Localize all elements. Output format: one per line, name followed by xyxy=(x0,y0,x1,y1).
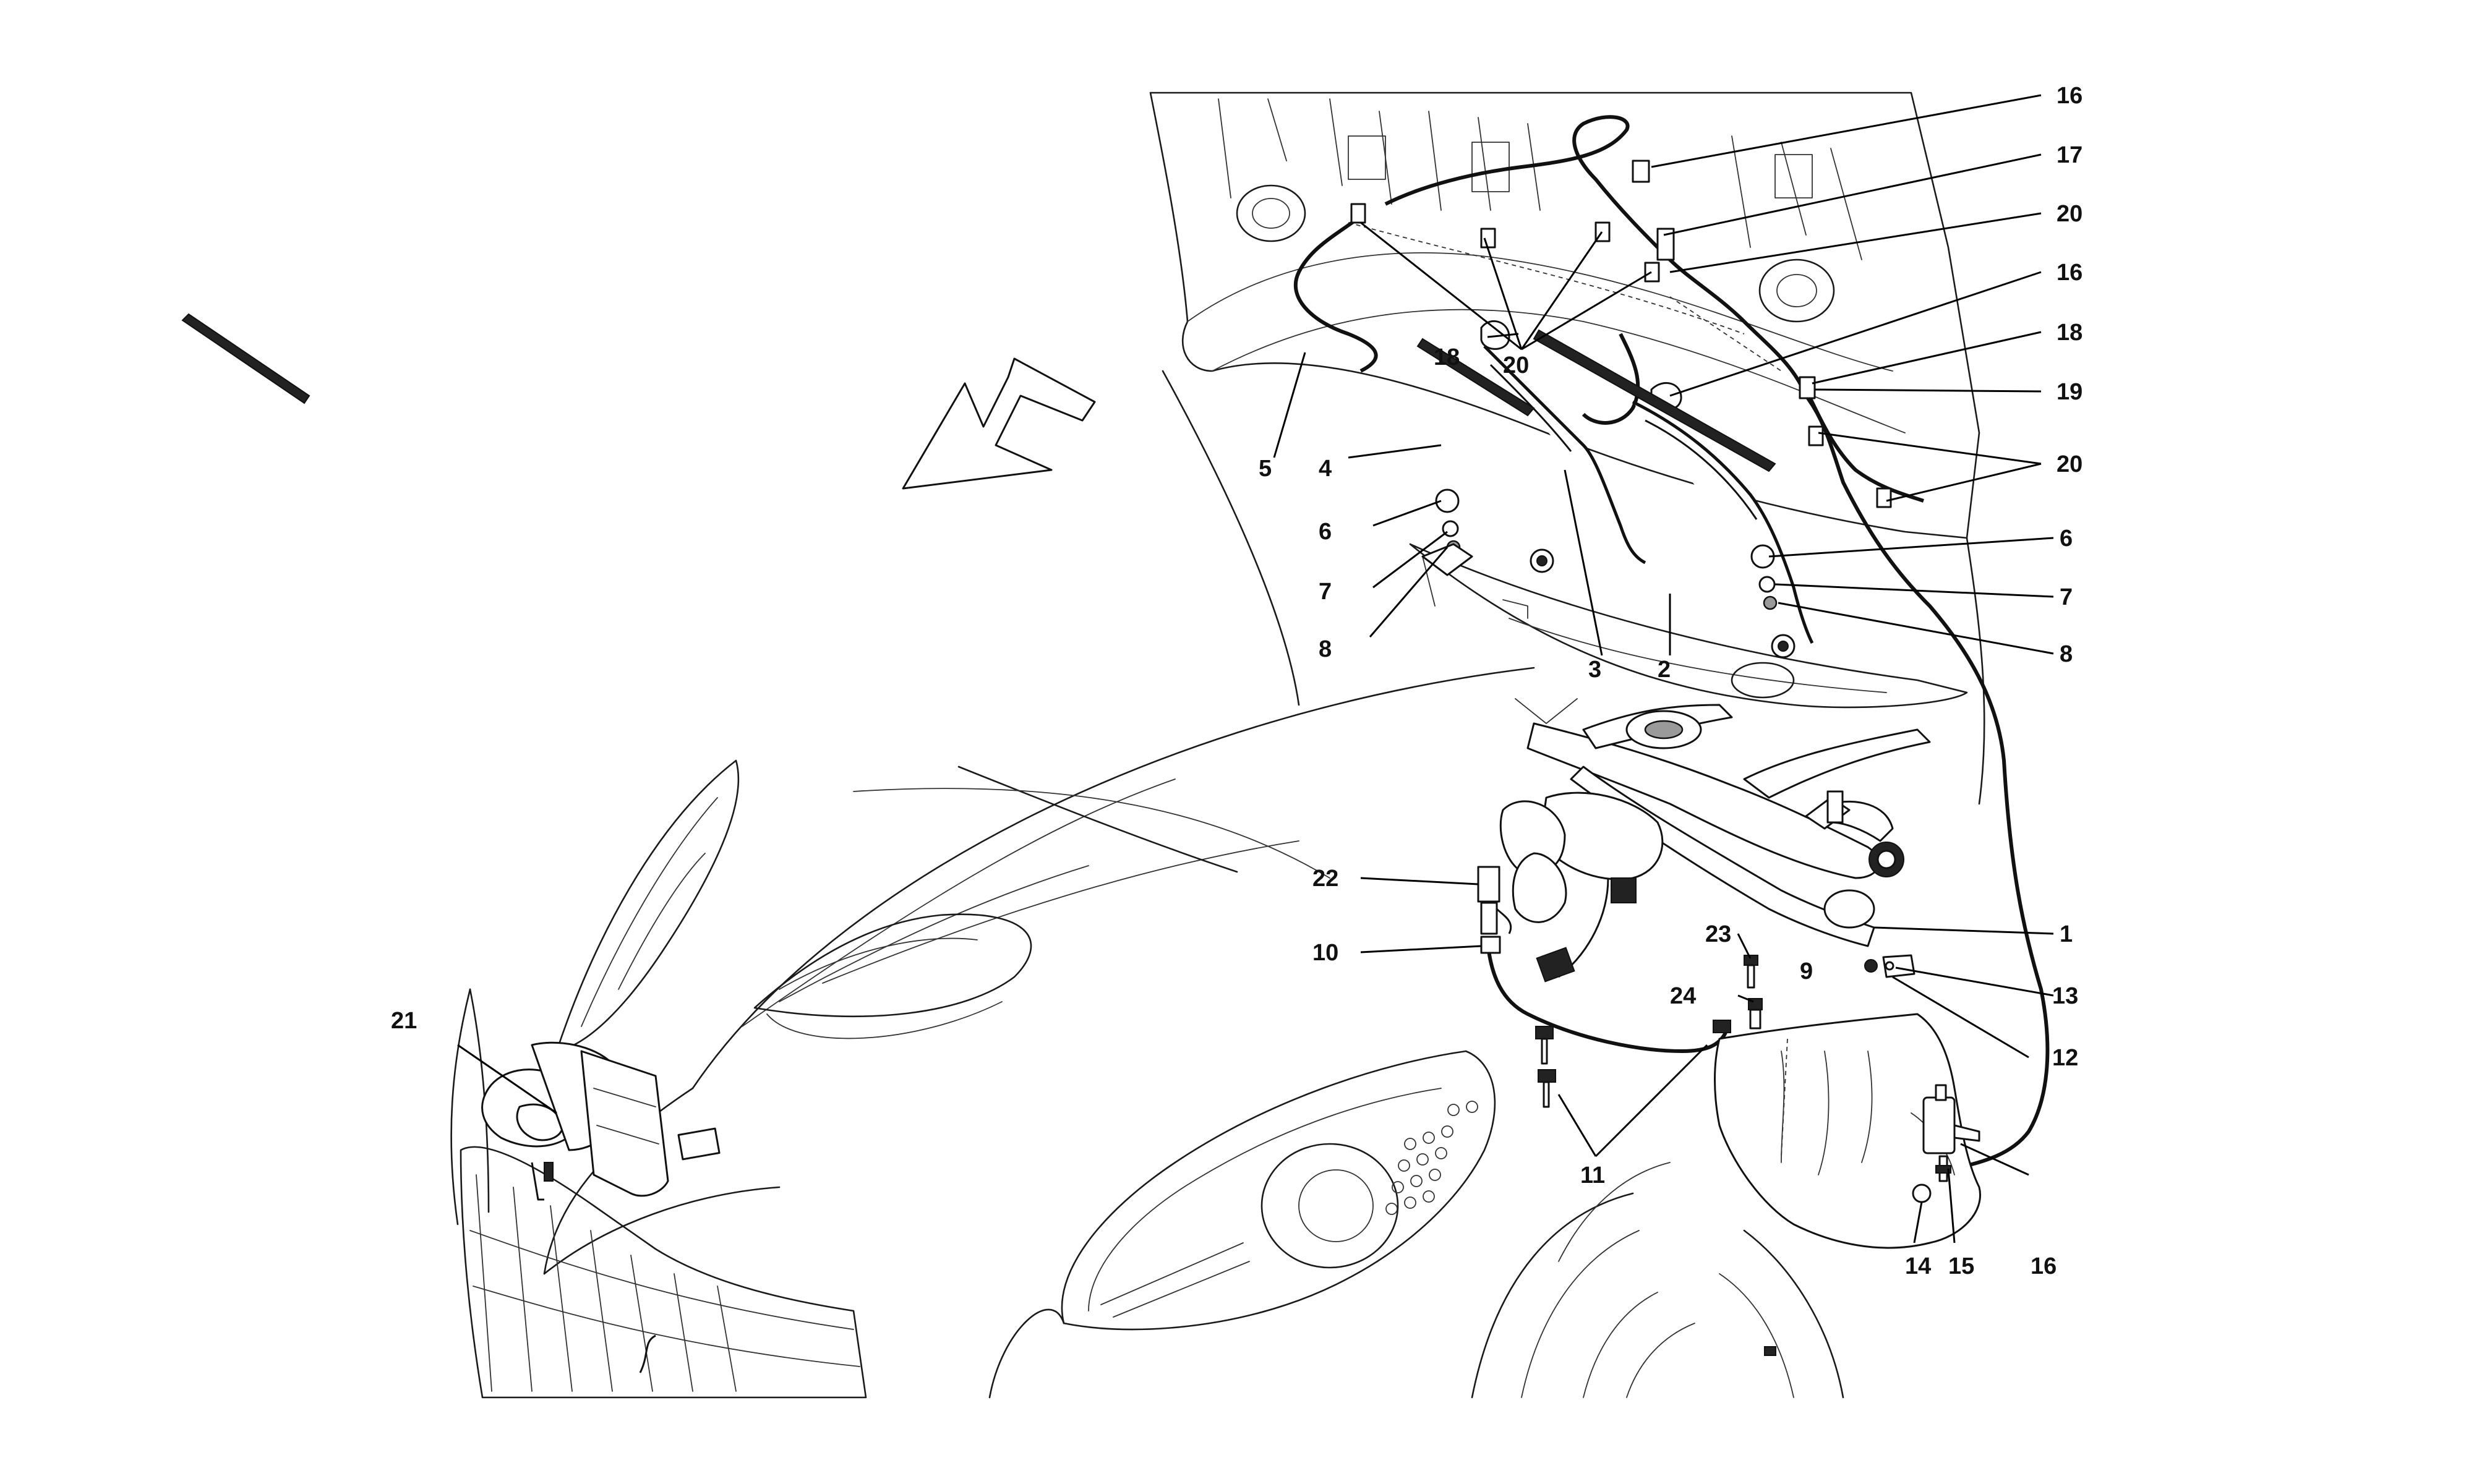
front-direction-arrow-icon xyxy=(902,357,1096,490)
callout-16: 16 xyxy=(2057,83,2082,109)
leader-lines xyxy=(457,94,2054,1243)
horn-assembly xyxy=(481,1041,721,1201)
callout-5: 5 xyxy=(1259,456,1272,482)
callout-8: 8 xyxy=(2060,641,2073,667)
right-headlamp-outline xyxy=(1061,1050,1496,1331)
callout-2: 2 xyxy=(1658,657,1671,683)
callout-20: 20 xyxy=(2057,451,2082,477)
callout-12: 12 xyxy=(2052,1045,2078,1071)
washer-hose-hood xyxy=(1384,115,1746,323)
callout-18: 18 xyxy=(2057,320,2082,346)
callout-21: 21 xyxy=(391,1008,417,1034)
left-headlamp-outline xyxy=(555,759,740,1052)
callout-14: 14 xyxy=(1905,1253,1931,1279)
car-body-outline xyxy=(450,92,1985,1399)
wiper-blade-right xyxy=(1533,329,1776,472)
callout-13: 13 xyxy=(2052,983,2078,1009)
grommet xyxy=(1744,955,1758,966)
hose-clip xyxy=(1808,425,1824,446)
callout-7: 7 xyxy=(2060,584,2073,610)
hose-connector xyxy=(1632,160,1650,183)
washer-pump xyxy=(1922,1084,1980,1182)
washer-hose-right-c xyxy=(1804,388,1924,503)
hood-underside-outline xyxy=(1149,92,1980,539)
hose-clip xyxy=(1350,203,1366,224)
callout-9: 9 xyxy=(1800,958,1813,984)
callout-23: 23 xyxy=(1705,921,1731,947)
headlamp-led-cluster xyxy=(1385,1101,1478,1215)
callout-16: 16 xyxy=(2057,260,2082,286)
wiper-blade-left xyxy=(181,313,310,404)
washer-hose-hood-left xyxy=(1293,215,1378,373)
wiper-linkage-motor xyxy=(1499,704,1931,983)
callout-22: 22 xyxy=(1312,866,1338,892)
fixing-screws xyxy=(1535,1020,1731,1108)
callout-8: 8 xyxy=(1319,636,1332,662)
callout-6: 6 xyxy=(2060,526,2073,552)
wiper-arm-right-inner xyxy=(1645,419,1758,520)
callout-20: 20 xyxy=(2057,201,2082,227)
callout-18: 18 xyxy=(1434,344,1460,370)
wiper-components xyxy=(181,115,2050,1373)
drain-cap xyxy=(1912,1183,1932,1203)
callout-16: 16 xyxy=(2031,1253,2057,1279)
hose-clip xyxy=(1644,262,1660,283)
wiper-blade-left-main xyxy=(1416,338,1535,417)
cap-nut-left xyxy=(1435,488,1460,513)
hose-clip xyxy=(1876,487,1892,508)
callout-7: 7 xyxy=(1319,579,1332,605)
callout-17: 17 xyxy=(2057,142,2082,168)
callout-4: 4 xyxy=(1319,456,1332,482)
callout-6: 6 xyxy=(1319,519,1332,545)
callout-20: 20 xyxy=(1503,352,1529,378)
cowl-panel-outline xyxy=(1409,543,1968,724)
washer-right xyxy=(1763,595,1778,610)
callout-10: 10 xyxy=(1312,940,1338,966)
washer-hose-right-b xyxy=(1582,333,1640,425)
nut-right xyxy=(1758,576,1776,593)
callout-15: 15 xyxy=(1948,1253,1974,1279)
part-callouts: 16 17 20 16 18 19 20 18 20 5 4 6 7 8 3 2… xyxy=(391,83,2082,1279)
callout-19: 19 xyxy=(2057,379,2082,405)
hose-joint xyxy=(1799,376,1816,399)
callout-24: 24 xyxy=(1670,983,1696,1009)
hose-clip xyxy=(1480,228,1496,249)
callout-1: 1 xyxy=(2060,921,2073,947)
callout-3: 3 xyxy=(1588,657,1601,683)
callout-11: 11 xyxy=(1580,1162,1605,1188)
washer-pump-bracket xyxy=(1864,954,1915,978)
grille-outline xyxy=(460,1146,867,1399)
